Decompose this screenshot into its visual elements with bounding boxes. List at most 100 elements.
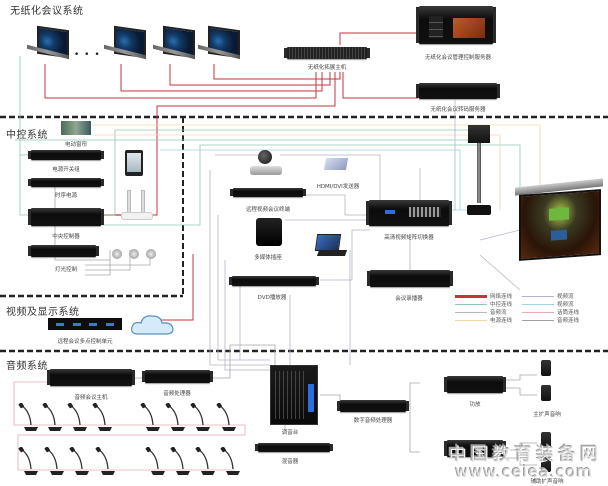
lighting-control-label: 灯光控制 <box>54 267 78 273</box>
laptop-icon <box>314 234 348 258</box>
gooseneck-mic-icon <box>145 447 165 475</box>
electric-curtain-label: 电动窗帘 <box>64 142 88 148</box>
section-title-video-display: 视频及显示系统 <box>6 307 80 318</box>
gooseneck-mic-icon <box>69 447 89 475</box>
mic-lines <box>13 381 246 471</box>
legend-swatch <box>522 295 554 297</box>
hd-matrix-switcher-device <box>366 200 452 226</box>
paperless-transcode-server-label: 无纸化会议转码服务器 <box>430 107 486 113</box>
central-controller-label: 中央控制器 <box>52 234 80 240</box>
dvd-player-label: DVD播放器 <box>257 295 287 301</box>
audio-processor-device <box>142 370 213 383</box>
spotlight-icon <box>112 249 122 259</box>
multimedia-socket-icon <box>256 218 282 246</box>
gooseneck-mic-icon <box>95 447 115 475</box>
electric-curtain-image <box>61 121 91 135</box>
aux-speakers-label: 辅助扩声音响 <box>530 479 564 485</box>
central-controller-device <box>28 208 104 226</box>
paperless-mgmt-server-device <box>416 6 496 44</box>
watermark-cn: 中国教育装备网 <box>448 444 602 465</box>
mixer-device <box>270 365 318 425</box>
video-lines-2 <box>209 100 521 371</box>
multimedia-socket-label: 多媒体插座 <box>254 255 282 261</box>
lighting-control-device <box>28 245 99 257</box>
gooseneck-mic-icon <box>18 447 38 475</box>
amplifier-device <box>444 376 506 393</box>
video-conf-terminal-device <box>230 188 306 197</box>
dvd-player-device <box>229 276 319 286</box>
amplifier-device-2 <box>444 440 506 457</box>
audio-processor-label: 音频处理器 <box>163 391 191 397</box>
video-conf-terminal-label: 远程视频会议终端 <box>245 207 291 213</box>
legend-item: 音频连线 <box>522 316 579 324</box>
legend-item: 中控连线 <box>455 300 512 308</box>
legend-item: 视频流 <box>522 292 574 300</box>
power-switch-box-label: 电源开关组 <box>52 167 80 173</box>
audio-conf-host-label: 音频会议主机 <box>74 395 108 401</box>
router-icon <box>121 190 153 222</box>
audio-conf-host-device <box>47 369 135 386</box>
cloud-icon <box>131 315 174 335</box>
conf-recorder-label: 会议录播器 <box>395 296 423 302</box>
gooseneck-mic-icon <box>165 403 185 431</box>
aux-speaker-icon <box>541 456 551 472</box>
legend-item: 话筒连线 <box>522 308 579 316</box>
power-switch-box-device <box>28 150 104 160</box>
legend-swatch <box>455 319 487 321</box>
watermark-url: www.ceiea.com <box>455 462 593 481</box>
paperless-transcode-server-device <box>416 83 500 99</box>
gooseneck-mic-icon <box>195 447 215 475</box>
legend-swatch <box>455 294 487 298</box>
section-title-central-control: 中控系统 <box>6 130 48 141</box>
feedback-suppressor-label: 混音器 <box>281 459 299 465</box>
hdmi-dvi-transmitter-label: HDMI/DVI发送器 <box>316 184 360 190</box>
gooseneck-mic-icon <box>18 403 38 431</box>
paperless-host-label: 无纸化拓展主机 <box>307 65 347 71</box>
legend-swatch <box>455 303 487 305</box>
legend-swatch <box>522 311 554 313</box>
feedback-suppressor-device <box>255 443 333 452</box>
legend-item: 音频流 <box>455 308 507 316</box>
gooseneck-mic-icon <box>92 403 112 431</box>
projector-pole <box>477 143 481 203</box>
ptz-camera-icon <box>250 150 282 178</box>
gooseneck-mic-icon <box>42 403 62 431</box>
digital-audio-processor-label: 数字音频处理器 <box>353 418 393 424</box>
sequencer-power-device <box>28 178 104 187</box>
gooseneck-mic-icon <box>67 403 87 431</box>
projector-lift-icon <box>468 125 490 143</box>
paperless-host-device <box>284 47 370 59</box>
main-speakers-label: 主扩声音响 <box>533 412 561 418</box>
network-lines <box>44 32 418 321</box>
main-speaker-icon <box>541 385 551 401</box>
aux-speaker-icon <box>541 432 551 448</box>
hdmi-dvi-transmitter-icon <box>323 158 349 170</box>
gooseneck-mic-icon <box>44 447 64 475</box>
section-title-paperless: 无纸化会议系统 <box>10 6 84 17</box>
legend-item: 视频流 <box>522 300 574 308</box>
gooseneck-mic-icon <box>140 403 160 431</box>
spotlight-icon <box>129 249 139 259</box>
legend-item: 电源连线 <box>455 316 512 324</box>
ellipsis: • • • <box>74 50 101 60</box>
legend-swatch <box>455 311 487 313</box>
paperless-mgmt-server-label: 无纸化会议管理控制服务器 <box>424 55 492 61</box>
projection-screen-icon <box>519 189 601 261</box>
mcu-label: 远程会议多点控制单元 <box>57 339 113 345</box>
section-title-audio: 音频系统 <box>6 361 48 372</box>
conf-recorder-device <box>367 270 453 287</box>
control-lines <box>15 56 521 230</box>
mixer-label: 调音台 <box>281 430 299 436</box>
legend-swatch <box>522 319 554 321</box>
sequencer-power-label: 时序电源 <box>54 193 78 199</box>
amplifier-label: 功放 <box>469 402 481 408</box>
gooseneck-mic-icon <box>216 403 236 431</box>
gooseneck-mic-icon <box>220 447 240 475</box>
legend-item: 网络连线 <box>455 292 512 300</box>
mcu-device <box>48 318 122 330</box>
tablet-icon <box>125 150 143 176</box>
digital-audio-processor-device <box>337 400 409 412</box>
legend-swatch <box>522 303 554 305</box>
projector-icon <box>467 205 491 215</box>
